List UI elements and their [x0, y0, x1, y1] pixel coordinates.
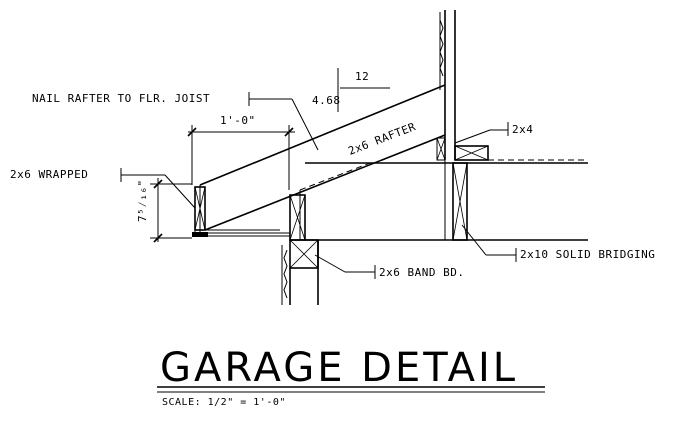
overhang-dim-label: 1'-0" [220, 114, 256, 127]
nail-rafter-label: NAIL RAFTER TO FLR. JOIST [32, 92, 210, 105]
rafter [192, 84, 446, 237]
stud-2x4-note: 2x4 [454, 122, 533, 144]
title-block: GARAGE DETAIL SCALE: 1/2" = 1'-0" [157, 345, 545, 408]
wrapped-label: 2x6 WRAPPED [10, 168, 88, 181]
overhang-dimension: 1'-0" [187, 114, 295, 190]
rafter-label: 2x6 RAFTER [346, 120, 417, 158]
slope-rise-label: 4.68 [312, 94, 341, 107]
fascia-dimension: 7⁵⁄₁₆" [136, 178, 192, 243]
band-note: 2x6 BAND BD. [314, 254, 464, 279]
band-label: 2x6 BAND BD. [379, 266, 464, 279]
band-board [281, 194, 319, 305]
drawing-title: GARAGE DETAIL [160, 345, 518, 391]
wrapped-note: 2x6 WRAPPED [10, 168, 196, 209]
slope-indicator: 12 4.68 [312, 68, 390, 112]
bridging-note: 2x10 SOLID BRIDGING [461, 224, 655, 262]
fascia-dim-label: 7⁵⁄₁₆" [136, 179, 149, 222]
slope-run-label: 12 [355, 70, 369, 83]
scale-label: SCALE: 1/2" = 1'-0" [162, 397, 286, 408]
stud-2x4-label: 2x4 [512, 123, 533, 136]
nail-rafter-note: NAIL RAFTER TO FLR. JOIST [32, 92, 319, 151]
floor-joists [299, 159, 588, 241]
bridging-label: 2x10 SOLID BRIDGING [520, 248, 655, 261]
